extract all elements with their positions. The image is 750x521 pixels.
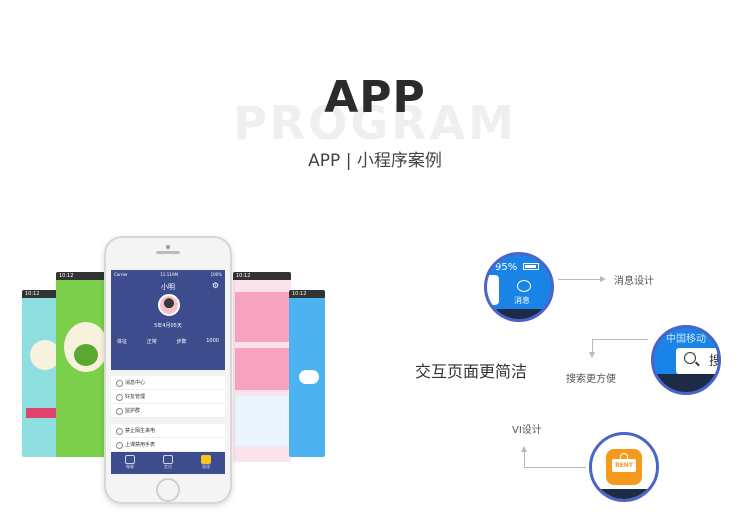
menu-item-block-calls[interactable]: 禁止陌生来电 bbox=[111, 424, 225, 438]
profile-name: 小明 bbox=[161, 283, 175, 291]
promo-card bbox=[235, 348, 289, 390]
menu-item-guardians[interactable]: 监护群 bbox=[111, 404, 225, 418]
chat-bubble-icon bbox=[517, 280, 531, 292]
gear-icon[interactable]: ⚙ bbox=[211, 281, 219, 290]
app-screen-pink: 10:12 bbox=[233, 272, 291, 462]
tab-chat[interactable]: 微聊 bbox=[111, 452, 149, 474]
label-message-design: 消息设计 bbox=[614, 276, 654, 287]
banner bbox=[26, 408, 68, 418]
arrow-down-icon bbox=[589, 352, 595, 358]
connector-line bbox=[558, 279, 602, 280]
stat1-label: 体征 bbox=[117, 339, 128, 345]
profile-age: 5年4月05天 bbox=[154, 323, 182, 329]
product-card bbox=[235, 396, 289, 446]
search-icon bbox=[684, 352, 696, 364]
battery-icon bbox=[523, 263, 539, 270]
phone-camera bbox=[166, 245, 170, 249]
promo-card bbox=[235, 292, 289, 342]
search-text: 搜 bbox=[709, 354, 721, 369]
profile-stats: 体征 正常 步数 1000 bbox=[117, 338, 219, 345]
phone-speaker bbox=[156, 251, 180, 254]
divider bbox=[111, 418, 225, 424]
connector-line bbox=[524, 467, 586, 468]
stat2-value: 1000 bbox=[206, 338, 219, 344]
phone-mockup: Carrier 11:11AM 100% 小明 ⚙ 5年4月05天 体征 正常 … bbox=[104, 236, 232, 504]
dark-band bbox=[654, 374, 718, 392]
search-box bbox=[676, 348, 718, 374]
tab-manage[interactable]: 管理 bbox=[187, 452, 225, 474]
status-bar: 10:12 bbox=[56, 272, 124, 280]
menu-list: 消息中心 好友管理 监护群 禁止陌生来电 上课禁用手表 bbox=[111, 370, 225, 452]
frog-illustration bbox=[74, 344, 98, 366]
status-bar: 10:12 bbox=[233, 272, 291, 280]
phone-screen: Carrier 11:11AM 100% 小明 ⚙ 5年4月05天 体征 正常 … bbox=[111, 270, 225, 474]
page-subtitle: APP | 小程序案例 bbox=[308, 151, 442, 171]
app-screen-blue: 10:12 bbox=[289, 290, 325, 457]
status-bar: Carrier 11:11AM 100% bbox=[114, 272, 222, 277]
vi-design-bubble: RENT bbox=[589, 432, 659, 502]
message-label: 消息 bbox=[514, 296, 530, 305]
menu-item-messages[interactable]: 消息中心 bbox=[111, 376, 225, 390]
arrow-up-icon bbox=[521, 446, 527, 452]
time-text: 11:11AM bbox=[160, 272, 178, 277]
avatar[interactable] bbox=[158, 294, 180, 316]
status-bar: 10:12 bbox=[22, 290, 72, 298]
arrow-right-icon bbox=[600, 276, 606, 282]
menu-item-friends[interactable]: 好友管理 bbox=[111, 390, 225, 404]
dark-band bbox=[592, 489, 656, 499]
message-design-bubble: 95% 消息 bbox=[484, 252, 554, 322]
stat2-label: 步数 bbox=[176, 339, 187, 345]
divider bbox=[111, 370, 225, 376]
tab-location[interactable]: 定位 bbox=[149, 452, 187, 474]
menu-item-class-mode[interactable]: 上课禁用手表 bbox=[111, 438, 225, 452]
cloud-illustration bbox=[299, 370, 319, 384]
rent-sign: RENT bbox=[612, 459, 636, 472]
label-search: 搜索更方便 bbox=[566, 374, 616, 385]
battery-text: 100% bbox=[210, 272, 222, 277]
background-word: PROGRAM bbox=[233, 96, 517, 150]
battery-percent: 95% bbox=[495, 262, 518, 273]
sign-hanger bbox=[620, 453, 628, 459]
connector-line bbox=[592, 339, 648, 340]
search-bubble: 中国移动 搜 bbox=[651, 325, 721, 395]
connector-line bbox=[592, 339, 593, 353]
home-button bbox=[156, 478, 180, 502]
card-edge bbox=[487, 275, 499, 305]
dark-band bbox=[487, 309, 551, 319]
carrier-text: Carrier bbox=[114, 272, 128, 277]
connector-line bbox=[524, 451, 525, 468]
label-interaction: 交互页面更简洁 bbox=[415, 362, 528, 381]
stat1-value: 正常 bbox=[146, 339, 157, 345]
tab-bar: 微聊 定位 管理 bbox=[111, 452, 225, 474]
status-bar: 10:12 bbox=[289, 290, 325, 298]
carrier-text: 中国移动 bbox=[666, 334, 706, 345]
profile-header: Carrier 11:11AM 100% 小明 ⚙ 5年4月05天 体征 正常 … bbox=[111, 270, 225, 370]
page-title: APP bbox=[324, 72, 426, 123]
label-vi: VI设计 bbox=[512, 425, 542, 436]
illustration bbox=[30, 340, 60, 370]
